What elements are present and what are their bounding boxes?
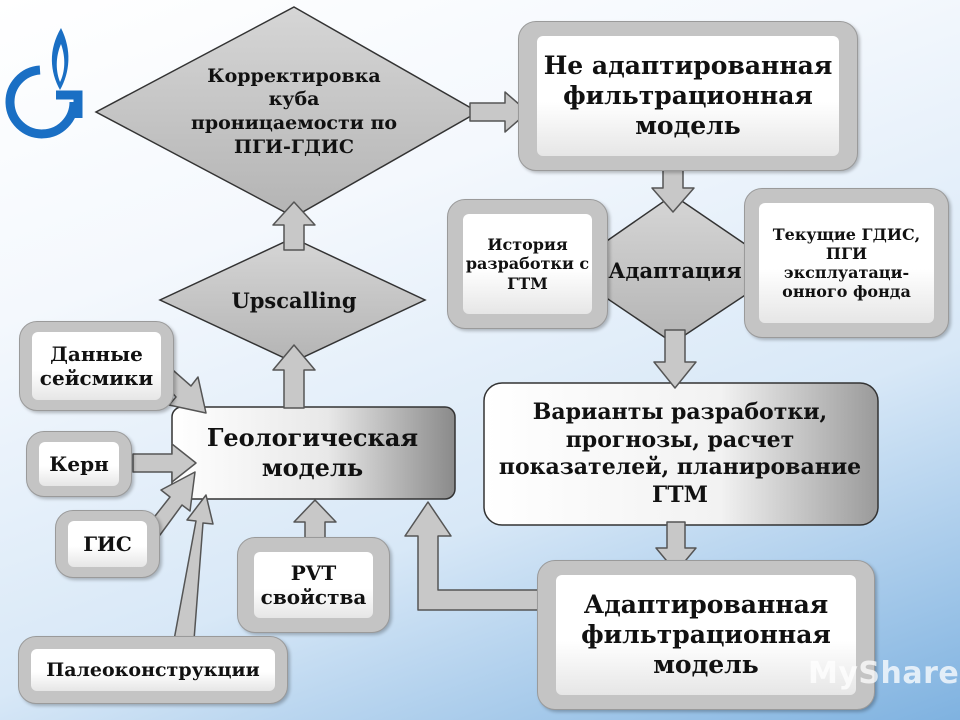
upscaling-label: Upscalling [231,287,357,313]
arrow-core-to-geo [132,443,197,483]
variants-label: Варианты разработки, прогнозы, расчет по… [498,399,862,508]
current-gdis-box: Текущие ГДИС, ПГИ эксплуатаци-онного фон… [744,188,949,338]
pvt-label: PVT свойства [254,552,373,618]
history-label: История разработки с ГТМ [463,214,592,314]
gis-label: ГИС [68,521,147,567]
core-label: Керн [39,442,119,486]
gis-box: ГИС [55,510,160,578]
current-gdis-label: Текущие ГДИС, ПГИ эксплуатаци-онного фон… [759,203,934,323]
arrow-paleo-to-geo [173,494,214,641]
arrow-gis-to-geo [147,471,196,536]
gazprom-logo-icon [5,28,83,139]
not-adapted-model-box: Не адаптированная фильтрационная модель [518,21,858,171]
adapted-model-label: Адаптированная фильтрационная модель [556,575,856,695]
arrow-correction-to-model [469,91,529,133]
pvt-box: PVT свойства [237,537,390,633]
history-box: История разработки с ГТМ [447,199,608,329]
arrow-upscaling-to-correction [272,201,316,251]
core-box: Керн [26,431,132,497]
watermark-text: MyShared [808,656,960,691]
arrow-geo-to-upscaling [272,344,316,409]
correction-label: Корректировка куба проницаемости по ПГИ-… [190,64,398,158]
seismic-label: Данные сейсмики [32,332,161,400]
seismic-box: Данные сейсмики [19,321,174,411]
not-adapted-model-label: Не адаптированная фильтрационная модель [537,36,839,156]
paleo-box: Палеоконструкции [18,636,288,704]
adaptation-label: Адаптация [608,257,742,283]
arrow-adaptation-to-variants [653,329,697,389]
paleo-label: Палеоконструкции [31,649,275,691]
adapted-model-box: Адаптированная фильтрационная модель [537,560,875,710]
arrow-adapted-to-geo [404,501,546,611]
geo-model-label: Геологическая модель [206,423,419,482]
